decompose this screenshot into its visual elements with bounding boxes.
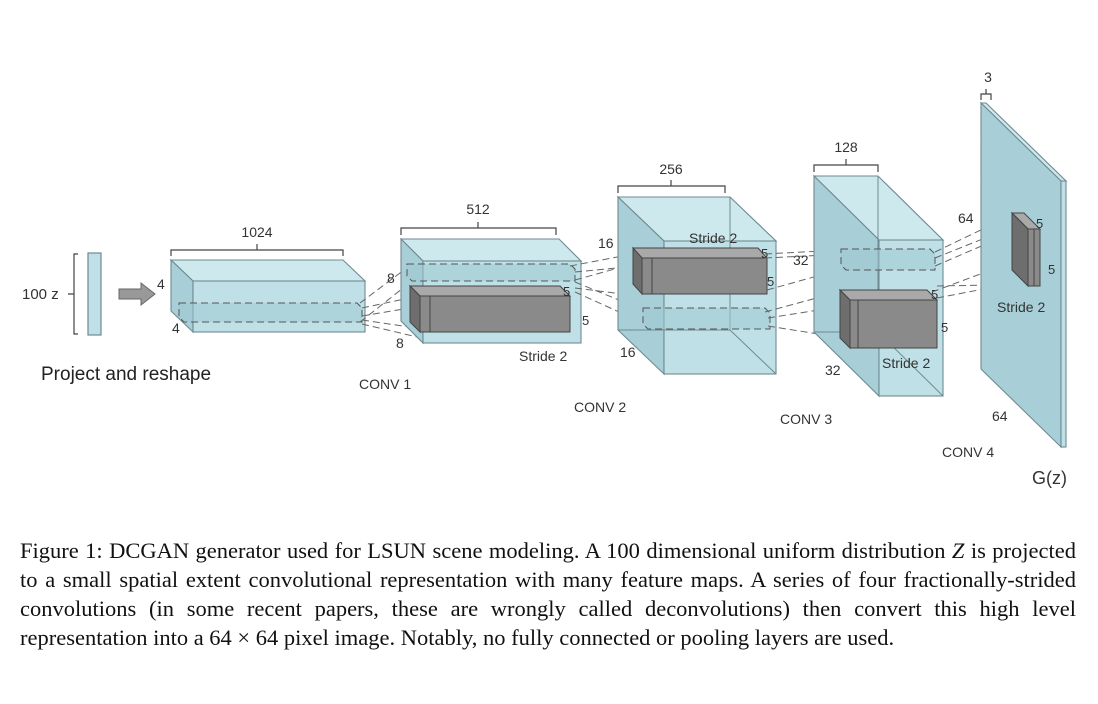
conv1-name: CONV 1 [359, 376, 411, 392]
conv3-width: 32 [825, 362, 841, 378]
caption-text-start: Figure 1: DCGAN generator used for LSUN … [20, 538, 952, 563]
conv2-name: CONV 2 [574, 399, 626, 415]
conv1-kernel-height: 5 [563, 284, 570, 299]
conv1-stride: Stride 2 [519, 348, 567, 364]
conv1-width: 8 [396, 335, 404, 351]
conv1-height: 8 [387, 270, 395, 286]
conv4-depth-brace [980, 89, 992, 100]
caption-text-end: is projected to a small spatial extent c… [20, 538, 1076, 650]
figure-caption: Figure 1: DCGAN generator used for LSUN … [20, 536, 1076, 652]
conv4-name: CONV 4 [942, 444, 994, 460]
conv3-depth: 128 [834, 139, 858, 155]
conv1-depth: 512 [466, 201, 490, 217]
conv2-stride: Stride 2 [689, 230, 737, 246]
conv2-kernel-height: 5 [761, 246, 768, 261]
conv2-width: 16 [620, 344, 636, 360]
conv3-stride: Stride 2 [882, 355, 930, 371]
layer0-projection-strip [178, 302, 363, 323]
output-label: G(z) [1032, 468, 1067, 488]
conv2-kernel-width: 5 [767, 274, 774, 289]
layer0-depth-brace [170, 244, 344, 256]
conv2-kernel-strip [642, 307, 771, 330]
layer0-height: 4 [157, 276, 165, 292]
conv3-kernel-height: 5 [931, 287, 938, 302]
conv4-kernel-width: 5 [1048, 262, 1055, 277]
conv4-block: 3 64 64 5 5 Stride 2 CONV 4 G(z) [942, 69, 1068, 488]
layer0-depth: 1024 [241, 224, 272, 240]
conv2-height: 16 [598, 235, 614, 251]
conv1-kernel-strip [406, 263, 576, 282]
conv2-depth-brace [617, 180, 726, 193]
conv4-stride: Stride 2 [997, 299, 1045, 315]
layer0-width: 4 [172, 320, 180, 336]
conv2-block: 256 16 16 Stride 2 5 5 CONV 2 [574, 161, 778, 415]
conv3-kernel-strip [840, 248, 936, 271]
dcgan-generator-diagram: 100 z Project and reshape 1024 4 4 512 8 [22, 69, 1068, 488]
conv3-kernel-width: 5 [941, 320, 948, 335]
input-z: 100 z Project and reshape [22, 252, 211, 385]
z-label: 100 z [22, 286, 59, 303]
conv3-depth-brace [813, 159, 879, 172]
project-reshape-caption: Project and reshape [41, 364, 211, 385]
conv3-name: CONV 3 [780, 411, 832, 427]
layer0-block: 1024 4 4 [157, 224, 367, 336]
conv3-height: 32 [793, 252, 809, 268]
conv1-block: 512 8 8 5 5 Stride 2 CONV 1 [359, 201, 589, 392]
conv4-depth: 3 [984, 69, 992, 85]
conv4-height: 64 [958, 210, 974, 226]
caption-symbol-z: Z [951, 538, 965, 563]
conv3-block: 128 32 32 5 5 Stride 2 CONV 3 [780, 139, 948, 427]
z-vector-bar [87, 252, 102, 336]
conv4-kernel-height: 5 [1036, 216, 1043, 231]
project-arrow [118, 281, 156, 307]
conv1-depth-brace [400, 222, 557, 235]
conv1-kernel-width: 5 [582, 313, 589, 328]
conv2-depth: 256 [659, 161, 683, 177]
conv4-width: 64 [992, 408, 1008, 424]
